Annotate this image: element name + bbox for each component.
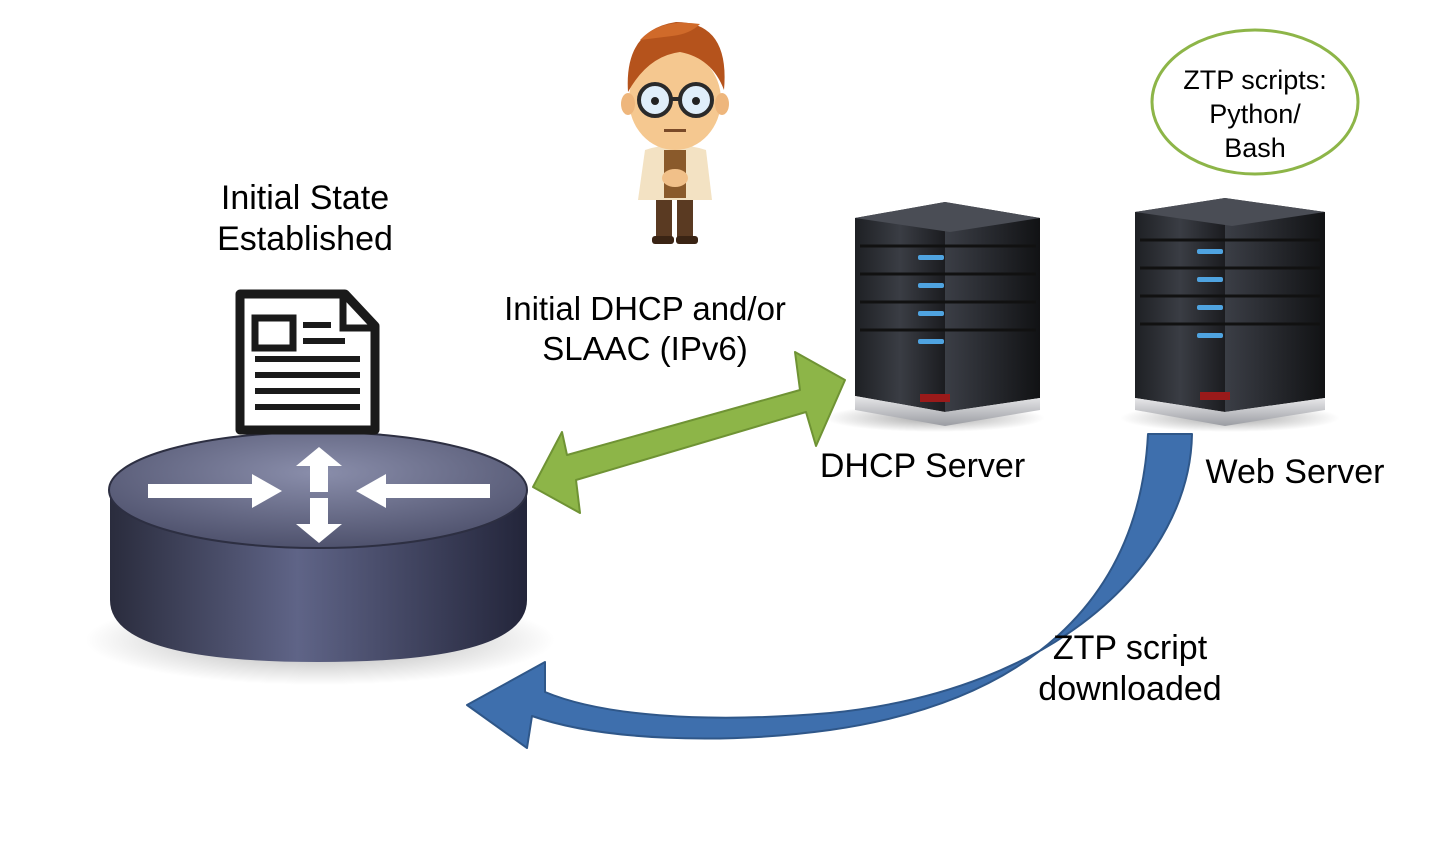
- web-server-label: Web Server: [1205, 453, 1385, 491]
- document-icon: [235, 289, 380, 435]
- dhcp-exchange-line1: Initial DHCP and/or: [504, 290, 786, 327]
- ztp-scripts-label: ZTP scripts: Python/ Bash: [1160, 64, 1350, 165]
- ztp-scripts-bubble: [1150, 28, 1360, 176]
- dhcp-server-icon: [825, 202, 1045, 432]
- person-icon: [621, 22, 729, 244]
- ztp-download-arrow: [466, 433, 1193, 749]
- dhcp-exchange-line2: SLAAC (IPv6): [542, 330, 748, 368]
- dhcp-exchange-arrow: [532, 351, 846, 514]
- dhcp-exchange-label: Initial DHCP and/or SLAAC (IPv6): [470, 289, 820, 370]
- initial-state-line2: Established: [217, 220, 393, 259]
- dhcp-server-label: DHCP Server: [819, 447, 1026, 485]
- web-server-icon: [1120, 198, 1340, 432]
- router-icon: [108, 431, 528, 662]
- router-arrows-icon: [148, 447, 490, 543]
- ztp-download-line1: ZTP script: [1052, 629, 1208, 667]
- ztp-download-label: ZTP script downloaded: [1010, 628, 1250, 711]
- ztp-bubble-line3: Bash: [1224, 132, 1286, 163]
- ztp-bubble-line1: ZTP scripts:: [1183, 65, 1327, 95]
- ztp-bubble-line2: Python/: [1209, 98, 1301, 129]
- ztp-download-line2: downloaded: [1038, 670, 1222, 709]
- initial-state-line1: Initial State: [220, 179, 390, 217]
- initial-state-label: Initial State Established: [170, 178, 440, 261]
